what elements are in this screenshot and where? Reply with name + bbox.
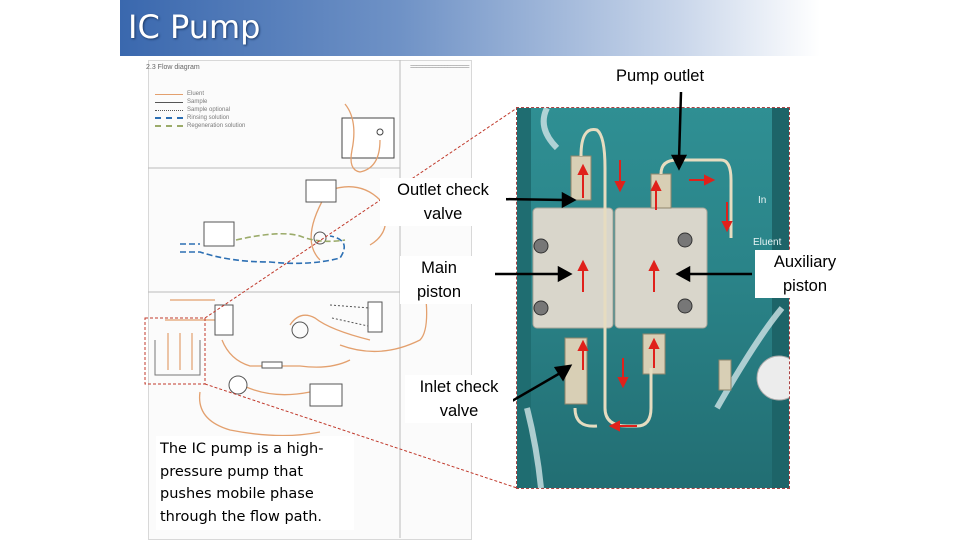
- eluent-line: [339, 289, 428, 353]
- callout-arrow-head: [670, 154, 688, 171]
- flow-arrows: [577, 160, 733, 432]
- panel-label-in: In: [758, 195, 766, 206]
- legend-label: Regeneration solution: [187, 123, 246, 129]
- label-pump-outlet: Pump outlet: [612, 64, 709, 88]
- schematic-port: [376, 128, 384, 136]
- schematic-component: [309, 383, 343, 407]
- flow-arrow-head: [577, 259, 589, 271]
- flow-arrow-head: [650, 179, 662, 191]
- schematic-component: [305, 179, 337, 203]
- callout-arrow-head: [675, 265, 691, 283]
- slide-title: IC Pump: [128, 8, 261, 46]
- eluent-bottles: [154, 340, 201, 376]
- legend-item-sample: Sample: [155, 98, 245, 106]
- legend-label: Rinsing solution: [187, 115, 230, 121]
- legend-line-sample-optional: [155, 109, 183, 111]
- schematic-column: [261, 361, 283, 369]
- zoom-line-top: [204, 107, 518, 319]
- clear-tubing: [714, 306, 785, 410]
- legend-label: Sample: [187, 99, 208, 105]
- label-line: Auxiliary: [773, 253, 837, 271]
- legend-line-regeneration: [155, 125, 183, 127]
- regeneration-line: [235, 232, 346, 243]
- schematic-module: [341, 117, 395, 159]
- callout-arrow-outlet-check: [494, 197, 567, 202]
- pump-screw: [533, 238, 549, 254]
- schematic-pump: [291, 321, 309, 339]
- pump-highlight-box: [144, 317, 206, 385]
- flow-arrow-head: [577, 339, 589, 351]
- callout-arrow-pump-outlet: [677, 91, 683, 161]
- label-main-piston: Main piston: [400, 256, 478, 304]
- flow-arrow-head: [617, 377, 629, 389]
- eluent-line: [310, 195, 326, 261]
- eluent-line: [289, 314, 371, 341]
- flow-arrow-head: [614, 181, 626, 193]
- schematic-component: [367, 301, 383, 333]
- flow-arrow-head: [721, 221, 733, 233]
- pump-screw: [677, 232, 693, 248]
- legend-item-eluent: Eluent: [155, 90, 245, 98]
- rinsing-line: [180, 235, 346, 265]
- eluent-line: [198, 391, 321, 437]
- flow-legend: Eluent Sample Sample optional Rinsing so…: [155, 90, 245, 130]
- legend-line-rinsing: [155, 117, 183, 119]
- label-inlet-check-valve: Inlet check valve: [405, 375, 513, 423]
- callout-arrow-head: [557, 265, 573, 283]
- legend-line-sample: [155, 101, 183, 103]
- label-outlet-check-valve: Outlet check valve: [380, 178, 506, 226]
- pump-screw: [533, 300, 549, 316]
- side-fitting: [718, 359, 732, 391]
- label-line: Inlet check: [419, 378, 499, 396]
- label-line: piston: [416, 283, 462, 301]
- pump-description: The IC pump is a high-pressure pump that…: [156, 436, 354, 530]
- eluent-line: [165, 299, 215, 321]
- legend-item-regeneration: Regeneration solution: [155, 122, 245, 130]
- label-line: Outlet check: [397, 181, 489, 199]
- label-line: piston: [782, 277, 828, 295]
- panel-label-eluent: Eluent: [753, 237, 782, 248]
- flow-arrow-head: [648, 259, 660, 271]
- eluent-line: [344, 103, 381, 173]
- legend-line-eluent: [155, 93, 183, 95]
- tubing: [659, 158, 733, 238]
- main-pump-head: [532, 207, 614, 329]
- degasser-disc: [756, 355, 789, 401]
- label-line: valve: [423, 205, 463, 223]
- flow-arrow-head: [704, 174, 716, 186]
- flow-diagram-heading: 2.3 Flow diagram: [146, 64, 200, 71]
- pump-illustration: In Eluent D: [517, 108, 789, 488]
- pump-photo: In Eluent D: [516, 107, 790, 489]
- label-line: Main: [421, 259, 457, 277]
- flow-arrow-head: [608, 420, 620, 432]
- flow-diagram-header-mark: ===================: [410, 64, 470, 71]
- label-auxiliary-piston: Auxiliary piston: [755, 250, 855, 298]
- flow-arrow-head: [577, 163, 589, 175]
- label-line: valve: [439, 402, 479, 420]
- callout-arrow-head: [553, 364, 573, 382]
- callout-arrow-head: [561, 191, 577, 209]
- schematic-pump-head: [228, 375, 248, 395]
- legend-item-rinsing: Rinsing solution: [155, 114, 245, 122]
- schematic-valve: [313, 231, 327, 245]
- schematic-component: [203, 221, 235, 247]
- eluent-line: [167, 333, 193, 370]
- schematic-component: [214, 304, 234, 336]
- flow-arrow-head: [648, 337, 660, 349]
- tubing: [579, 128, 653, 428]
- legend-item-sample-optional: Sample optional: [155, 106, 245, 114]
- legend-label: Sample optional: [187, 107, 231, 113]
- clear-tubing: [524, 108, 560, 488]
- sample-optional-line: [329, 304, 371, 327]
- tubing: [573, 407, 598, 428]
- title-bar: IC Pump: [120, 0, 820, 56]
- legend-label: Eluent: [187, 91, 205, 97]
- pump-screw: [677, 298, 693, 314]
